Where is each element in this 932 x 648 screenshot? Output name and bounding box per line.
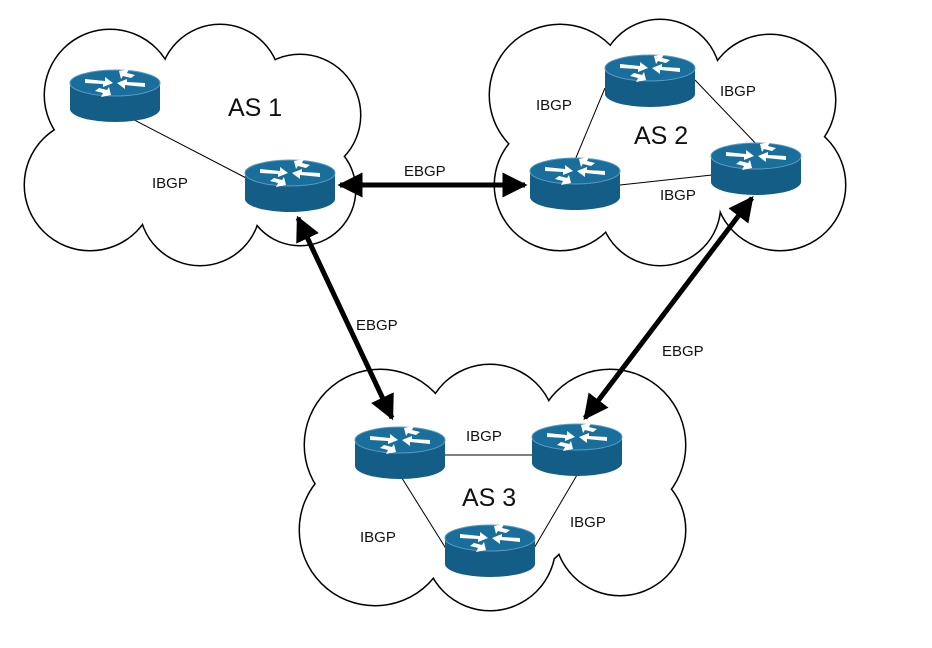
ibgp-label: IBGP	[536, 97, 572, 114]
router-icon[interactable]	[244, 158, 336, 213]
router-icon[interactable]	[354, 425, 446, 480]
ebgp-label: EBGP	[662, 343, 704, 360]
ibgp-label: IBGP	[570, 514, 606, 531]
ibgp-link-as2-bottom	[619, 174, 713, 186]
ibgp-label: IBGP	[466, 428, 502, 445]
ebgp-label: EBGP	[404, 163, 446, 180]
router-icon[interactable]	[444, 523, 536, 578]
router-icon[interactable]	[69, 68, 161, 123]
ebgp-link-as1-as3	[295, 215, 395, 421]
ibgp-label: IBGP	[720, 83, 756, 100]
ibgp-links	[114, 79, 761, 556]
ebgp-label: EBGP	[356, 317, 398, 334]
ibgp-label: IBGP	[152, 175, 188, 192]
ebgp-link-as2-as3	[583, 196, 754, 420]
as1-label: AS 1	[228, 94, 282, 122]
router-icon[interactable]	[604, 53, 696, 108]
ibgp-link-as2-right	[694, 79, 761, 149]
as2-label: AS 2	[634, 122, 688, 150]
ibgp-label: IBGP	[660, 187, 696, 204]
ibgp-link-as2-left	[574, 87, 606, 161]
ibgp-label: IBGP	[360, 529, 396, 546]
router-icon[interactable]	[710, 141, 802, 196]
cloud-as1	[23, 23, 362, 267]
as3-label: AS 3	[462, 484, 516, 512]
router-icon[interactable]	[529, 156, 621, 211]
router-icon[interactable]	[531, 422, 623, 477]
ibgp-link-as3-right	[529, 474, 578, 556]
ibgp-link-as3-left	[399, 474, 451, 556]
ibgp-link-as1	[114, 109, 251, 181]
